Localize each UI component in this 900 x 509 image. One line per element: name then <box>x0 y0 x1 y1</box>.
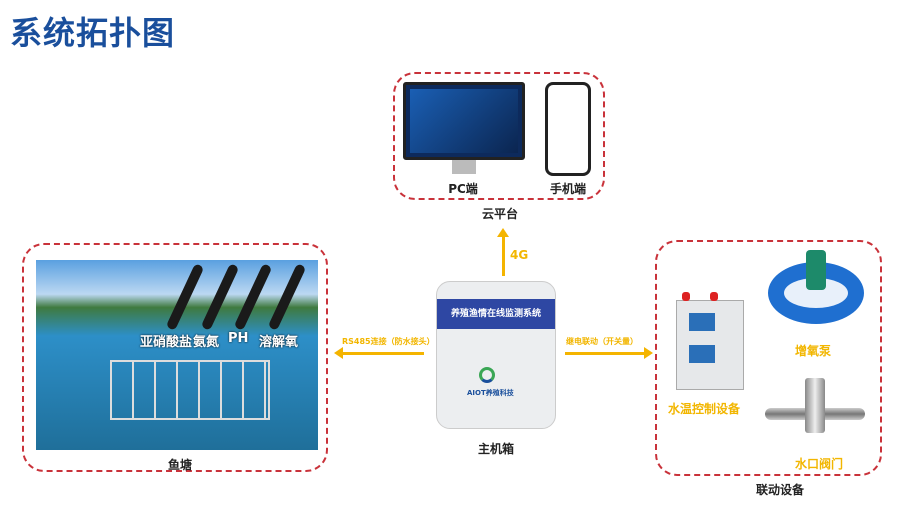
pc-label: PC端 <box>448 182 478 196</box>
pump-motor <box>806 250 826 290</box>
sensor-label: PH <box>228 331 249 346</box>
device-label: 增氧泵 <box>795 344 832 358</box>
panel-title: 养殖渔情在线监测系统 <box>437 299 555 329</box>
page-title: 系统拓扑图 <box>10 14 176 52</box>
pond-group <box>22 243 328 472</box>
fish-pen <box>110 360 270 420</box>
monitor-stand <box>452 160 476 174</box>
water-temp-controller-image <box>676 300 744 390</box>
arrow-relay <box>565 352 645 355</box>
arrow-rs485 <box>342 352 424 355</box>
rs485-label: RS485连接（防水接头） <box>342 337 435 346</box>
sensor-label: 氨氮 <box>193 335 220 350</box>
pc-monitor-image <box>403 82 525 160</box>
valve-body <box>805 378 825 433</box>
arrow-4g <box>502 236 505 276</box>
device-label: 水口阀门 <box>795 457 844 471</box>
main-box-label: 主机箱 <box>477 442 514 456</box>
pond-label: 鱼塘 <box>167 458 192 472</box>
phone-image <box>545 82 591 176</box>
relay-label: 继电联动（开关量） <box>566 337 638 346</box>
brand-text: AIOT养殖科技 <box>467 389 514 397</box>
link-4g-label: 4G <box>510 248 529 262</box>
cloud-platform-group <box>393 72 605 200</box>
arrow-head-left <box>334 347 343 359</box>
alarm-light-icon <box>710 292 718 301</box>
pond-photo <box>36 260 318 450</box>
alarm-light-icon <box>682 292 690 301</box>
arrow-head-up <box>497 228 509 237</box>
devices-label: 联动设备 <box>755 483 804 497</box>
sensor-label: 亚硝酸盐 <box>140 335 193 350</box>
arrow-head-right <box>644 347 653 359</box>
mobile-label: 手机端 <box>549 182 586 196</box>
main-box-image: 养殖渔情在线监测系统 AIOT养殖科技 <box>436 281 556 429</box>
sensor-label: 溶解氧 <box>259 335 299 350</box>
devices-group <box>655 240 882 476</box>
cloud-label: 云平台 <box>481 207 518 221</box>
device-label: 水温控制设备 <box>668 402 741 416</box>
logo-ring-icon <box>479 367 495 383</box>
